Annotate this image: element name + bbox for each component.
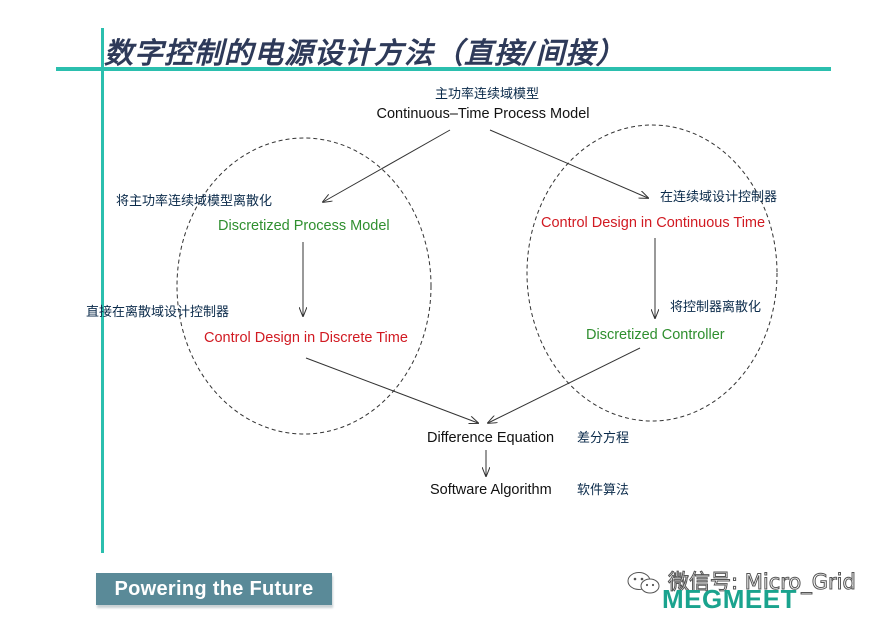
right-step2-en: Discretized Controller [586, 327, 725, 343]
difference-equation-en: Difference Equation [427, 430, 554, 446]
left-step1-cn: 将主功率连续域模型离散化 [116, 193, 272, 209]
right-step1-en: Control Design in Continuous Time [541, 215, 765, 231]
page-title: 数字控制的电源设计方法（直接/间接） [104, 36, 626, 70]
wechat-id-text: 微信号: Micro_Grid [668, 570, 857, 595]
arrow-top-to-right [489, 129, 648, 198]
brand-logo-text: MEGMEET [662, 584, 797, 614]
arrow-right-to-diff [488, 347, 641, 423]
title-underline [56, 67, 831, 71]
software-algorithm-en: Software Algorithm [430, 482, 552, 498]
software-algorithm-cn: 软件算法 [577, 483, 629, 498]
top-node-cn: 主功率连续域模型 [435, 86, 539, 102]
right-step2-cn: 将控制器离散化 [670, 299, 761, 315]
left-accent-line [101, 28, 104, 553]
wechat-icon [626, 571, 662, 595]
arrow-left-to-diff [305, 357, 478, 423]
top-node-en: Continuous–Time Process Model [376, 106, 589, 122]
arrow-top-to-left [323, 129, 451, 202]
left-path-ellipse [176, 137, 432, 435]
right-step1-cn: 在连续域设计控制器 [660, 189, 777, 205]
difference-equation-cn: 差分方程 [577, 430, 629, 446]
wechat-watermark: 微信号: Micro_Grid [626, 566, 866, 595]
slogan-banner: Powering the Future [96, 573, 332, 605]
right-path-ellipse [526, 124, 778, 422]
left-step2-cn: 直接在离散域设计控制器 [86, 304, 229, 320]
left-step1-en: Discretized Process Model [218, 218, 390, 234]
left-step2-en: Control Design in Discrete Time [204, 330, 408, 346]
